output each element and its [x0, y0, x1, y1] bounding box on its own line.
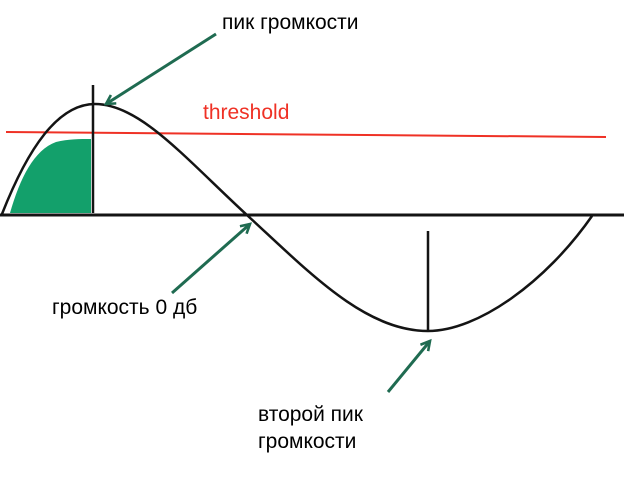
- arrow-to-peak: [106, 32, 217, 104]
- volume-area-fill: [10, 139, 91, 213]
- threshold-line: [5, 131, 607, 138]
- sine-wave-curve: [0, 102, 594, 333]
- zero-volume-label: громкость 0 дб: [52, 296, 198, 319]
- threshold-label: threshold: [203, 101, 290, 124]
- arrow-to-zero-crossing: [171, 224, 250, 295]
- second-peak-label: второй пик громкости: [258, 403, 363, 453]
- arrow-to-second-peak: [386, 341, 430, 393]
- peak-label: пик громкости: [222, 11, 359, 34]
